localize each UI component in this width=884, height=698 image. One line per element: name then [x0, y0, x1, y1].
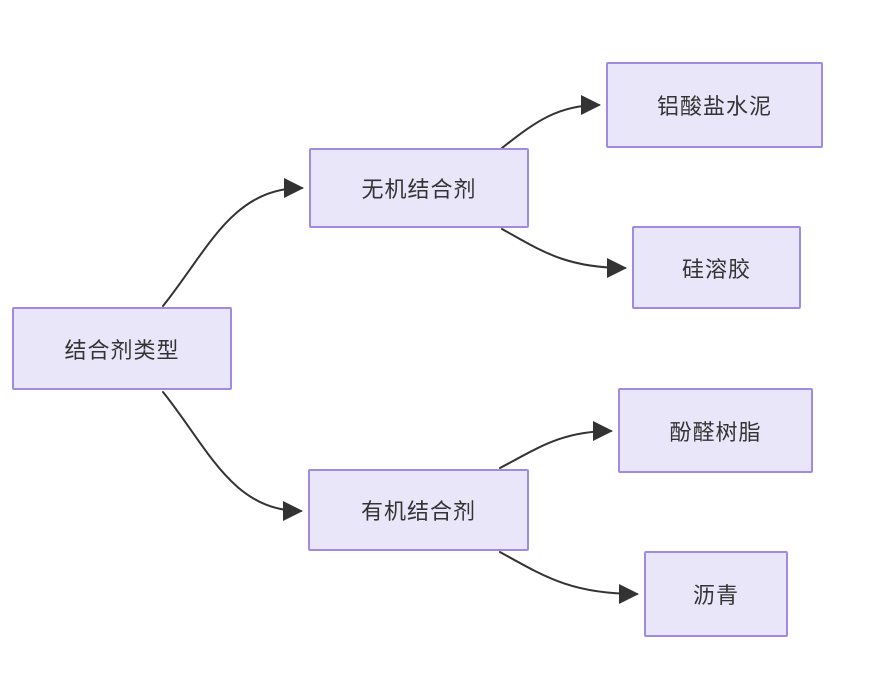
node-organic-binder[interactable]: 有机结合剂: [308, 469, 529, 551]
node-inorganic-binder[interactable]: 无机结合剂: [309, 148, 529, 228]
edge-organic-to-pitch: [499, 551, 639, 604]
node-silica-sol[interactable]: 硅溶胶: [632, 226, 801, 309]
node-aluminate-cement-label: 铝酸盐水泥: [656, 94, 772, 119]
node-silica-sol-label: 硅溶胶: [681, 256, 751, 282]
node-pitch[interactable]: 沥青: [644, 551, 788, 637]
node-phenolic-resin[interactable]: 酚醛树脂: [618, 388, 813, 473]
edge-organic-to-phenolic: [499, 421, 613, 469]
node-binder-type-label: 结合剂类型: [64, 337, 180, 363]
edge-root-to-organic: [162, 391, 303, 521]
node-binder-type[interactable]: 结合剂类型: [12, 307, 232, 390]
node-pitch-label: 沥青: [692, 583, 739, 608]
edge-inorganic-to-aluminate: [501, 95, 601, 149]
node-phenolic-resin-label: 酚醛树脂: [669, 419, 762, 445]
edge-inorganic-to-silica: [501, 228, 627, 278]
node-organic-binder-label: 有机结合剂: [360, 499, 476, 524]
node-aluminate-cement[interactable]: 铝酸盐水泥: [606, 62, 823, 148]
node-inorganic-binder-label: 无机结合剂: [361, 177, 477, 202]
edge-root-to-inorganic: [162, 178, 304, 307]
